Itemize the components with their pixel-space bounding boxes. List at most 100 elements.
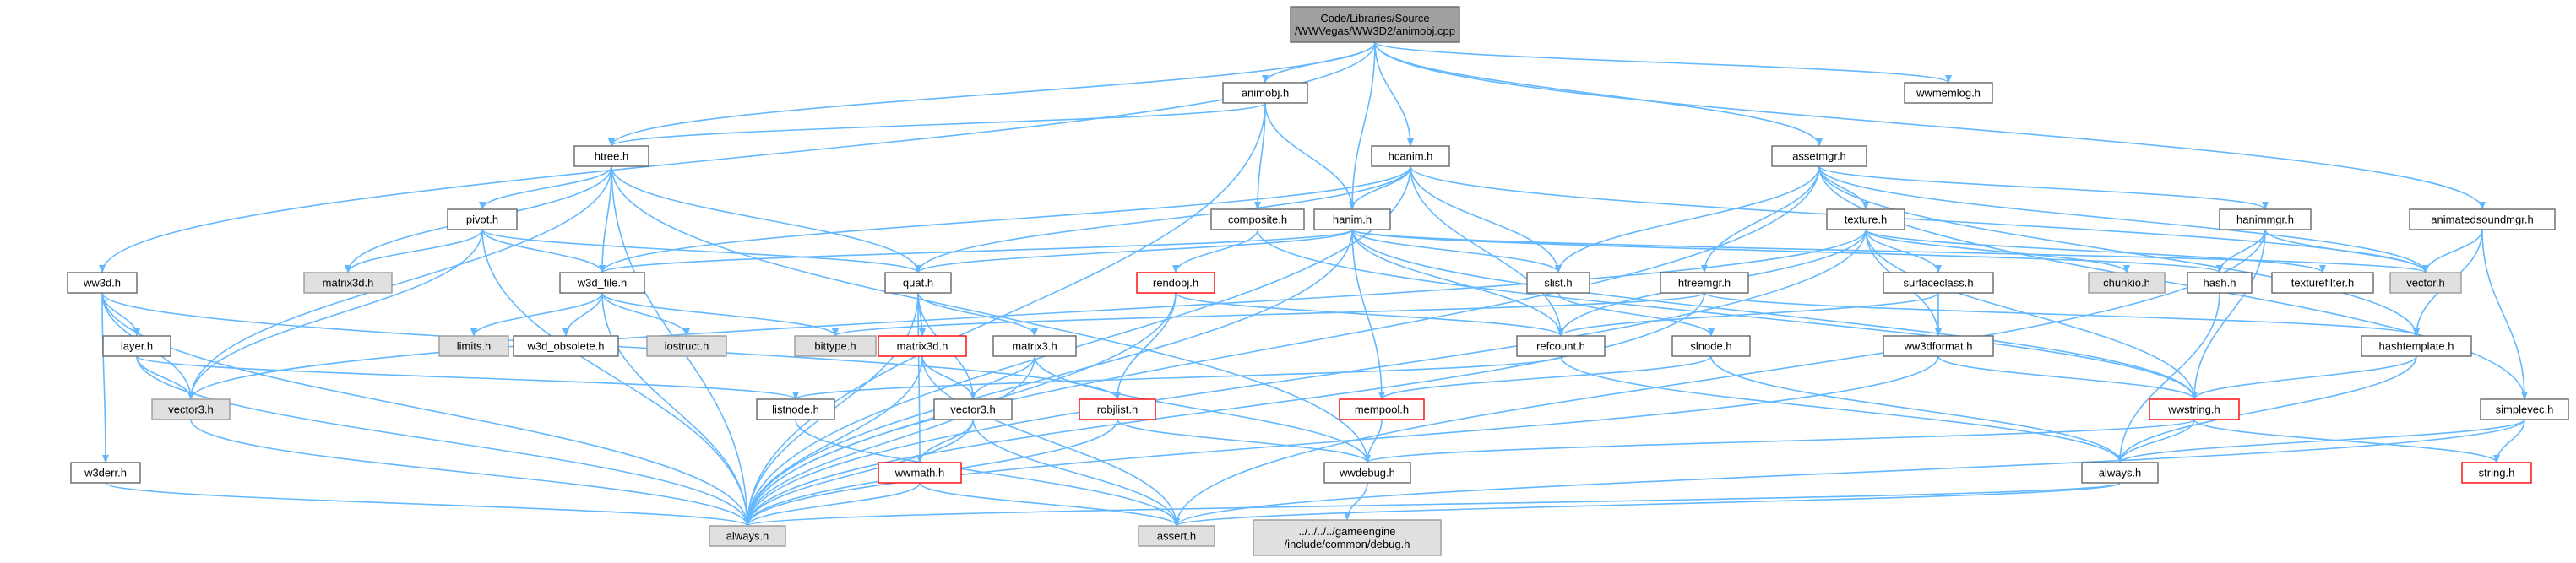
node-animatedsoundmgr-h[interactable]: animatedsoundmgr.h — [2409, 208, 2556, 230]
node-box-htree-h[interactable] — [573, 145, 649, 167]
node-box-simplevec-h[interactable] — [2480, 398, 2569, 420]
node-box-ww3dformat-h[interactable] — [1883, 335, 1994, 357]
node-label-hcanim-h: hcanim.h — [1389, 150, 1433, 163]
node-box-matrix3-h[interactable] — [992, 335, 1077, 357]
node-ww3d-h[interactable]: ww3d.h — [67, 272, 138, 294]
node-hanim-h[interactable]: hanim.h — [1313, 208, 1391, 230]
node-quat-h[interactable]: quat.h — [884, 272, 952, 294]
node-box-assetmgr-h[interactable] — [1771, 145, 1867, 167]
node-box-rendobj-h[interactable] — [1136, 272, 1215, 294]
node-mempool-h[interactable]: mempool.h — [1339, 398, 1425, 420]
node-wwstring-h[interactable]: wwstring.h — [2149, 398, 2240, 420]
node-wwmath-h[interactable]: wwmath.h — [878, 462, 962, 484]
node-box-hanimmgr-h[interactable] — [2219, 208, 2312, 230]
node-hashtemplate-h[interactable]: hashtemplate.h — [2361, 335, 2472, 357]
node-slnode-h[interactable]: slnode.h — [1671, 335, 1751, 357]
node-box-hash-h[interactable] — [2187, 272, 2253, 294]
node-box-slist-h[interactable] — [1526, 272, 1590, 294]
node-box-hashtemplate-h[interactable] — [2361, 335, 2472, 357]
node-w3d-obsolete-h[interactable]: w3d_obsolete.h — [513, 335, 619, 357]
node-rendobj-h[interactable]: rendobj.h — [1136, 272, 1215, 294]
node-box-texture-h[interactable] — [1826, 208, 1905, 230]
node-box-wwmemlog-h[interactable] — [1904, 82, 1993, 104]
node-wwdebug-h[interactable]: wwdebug.h — [1323, 462, 1411, 484]
node-slist-h[interactable]: slist.h — [1526, 272, 1590, 294]
node-box-animatedsoundmgr-h[interactable] — [2409, 208, 2556, 230]
node-texturefilter-h[interactable]: texturefilter.h — [2271, 272, 2374, 294]
node-box-slnode-h[interactable] — [1671, 335, 1751, 357]
edge-surfaceclass-h-to-refcount-h — [1557, 292, 1939, 337]
node-label-texturefilter-h: texturefilter.h — [2291, 277, 2354, 290]
node-htree-h[interactable]: htree.h — [573, 145, 649, 167]
node-box-w3derr-h[interactable] — [70, 462, 141, 484]
edge-htree-h-to-quat-h — [611, 165, 921, 273]
edge-texture-h-to-surfaceclass-h — [1865, 229, 1942, 273]
node-pivot-h[interactable]: pivot.h — [447, 208, 518, 230]
edge-texture-h-to-always-h — [744, 229, 1867, 527]
node-w3d-file-h[interactable]: w3d_file.h — [559, 272, 645, 294]
edge-hashtemplate-h-to-wwstring-h — [2191, 355, 2417, 400]
node-box-always-h-right[interactable] — [2081, 462, 2159, 484]
node-box-refcount-h[interactable] — [1516, 335, 1606, 357]
node-layer-h[interactable]: layer.h — [102, 335, 171, 357]
node-w3derr-h[interactable]: w3derr.h — [70, 462, 141, 484]
node-refcount-h[interactable]: refcount.h — [1516, 335, 1606, 357]
node-robjlist-h[interactable]: robjlist.h — [1079, 398, 1156, 420]
node-box-mempool-h[interactable] — [1339, 398, 1425, 420]
node-box-texturefilter-h[interactable] — [2271, 272, 2374, 294]
node-hash-h[interactable]: hash.h — [2187, 272, 2253, 294]
node-label-hashtemplate-h: hashtemplate.h — [2379, 340, 2454, 353]
node-matrix3d-h-red[interactable]: matrix3d.h — [878, 335, 967, 357]
node-box-hanim-h[interactable] — [1313, 208, 1391, 230]
node-composite-h[interactable]: composite.h — [1210, 208, 1305, 230]
node-box-quat-h[interactable] — [884, 272, 952, 294]
node-hcanim-h[interactable]: hcanim.h — [1371, 145, 1450, 167]
node-box-listnode-h[interactable] — [756, 398, 835, 420]
node-box-wwmath-h[interactable] — [878, 462, 962, 484]
edge-htreemgr-h-to-always-h — [744, 292, 1705, 527]
node-label-w3derr-h: w3derr.h — [84, 467, 127, 479]
node-label-animobj-h: animobj.h — [1242, 87, 1289, 100]
node-box-robjlist-h[interactable] — [1079, 398, 1156, 420]
node-label-matrix3-h: matrix3.h — [1012, 340, 1057, 353]
node-box-htreemgr-h[interactable] — [1660, 272, 1749, 294]
node-assetmgr-h[interactable]: assetmgr.h — [1771, 145, 1867, 167]
node-simplevec-h[interactable]: simplevec.h — [2480, 398, 2569, 420]
node-matrix3-h[interactable]: matrix3.h — [992, 335, 1077, 357]
edge-ww3dformat-h-to-wwstring-h — [1937, 355, 2198, 400]
node-box-surfaceclass-h[interactable] — [1883, 272, 1994, 294]
node-box-animobj-h[interactable] — [1222, 82, 1308, 104]
node-box-matrix3d-h-red[interactable] — [878, 335, 967, 357]
node-hanimmgr-h[interactable]: hanimmgr.h — [2219, 208, 2312, 230]
node-surfaceclass-h[interactable]: surfaceclass.h — [1883, 272, 1994, 294]
edge-pivot-h-to-always-h — [481, 229, 751, 527]
node-htreemgr-h[interactable]: htreemgr.h — [1660, 272, 1749, 294]
node-box-hcanim-h[interactable] — [1371, 145, 1450, 167]
node-box-layer-h[interactable] — [102, 335, 171, 357]
node-box-wwstring-h[interactable] — [2149, 398, 2240, 420]
node-vector3-h[interactable]: vector3.h — [933, 398, 1013, 420]
node-listnode-h[interactable]: listnode.h — [756, 398, 835, 420]
edge-wwstring-h-to-always-h-right — [2117, 419, 2195, 463]
node-always-h-right[interactable]: always.h — [2081, 462, 2159, 484]
node-ww3dformat-h[interactable]: ww3dformat.h — [1883, 335, 1994, 357]
node-assert-h: assert.h — [1138, 525, 1215, 547]
node-box-w3d-file-h[interactable] — [559, 272, 645, 294]
node-wwmemlog-h[interactable]: wwmemlog.h — [1904, 82, 1993, 104]
edge-hashtemplate-h-to-always-h-right — [2117, 355, 2417, 463]
node-string-h[interactable]: string.h — [2461, 462, 2532, 484]
edge-wwstring-h-to-string-h — [2193, 419, 2500, 463]
node-box-string-h[interactable] — [2461, 462, 2532, 484]
node-box-w3d-obsolete-h[interactable] — [513, 335, 619, 357]
node-box-composite-h[interactable] — [1210, 208, 1305, 230]
node-box-ww3d-h[interactable] — [67, 272, 138, 294]
node-root: Code/Libraries/Source/WWVegas/WW3D2/anim… — [1290, 6, 1460, 43]
node-box-vector3-h[interactable] — [933, 398, 1013, 420]
node-animobj-h[interactable]: animobj.h — [1222, 82, 1308, 104]
node-label-vector3-h: vector3.h — [950, 403, 995, 416]
node-texture-h[interactable]: texture.h — [1826, 208, 1905, 230]
node-label-listnode-h: listnode.h — [772, 403, 819, 416]
node-box-wwdebug-h[interactable] — [1323, 462, 1411, 484]
node-box-pivot-h[interactable] — [447, 208, 518, 230]
edge-texture-h-to-texturefilter-h — [1865, 229, 2326, 273]
